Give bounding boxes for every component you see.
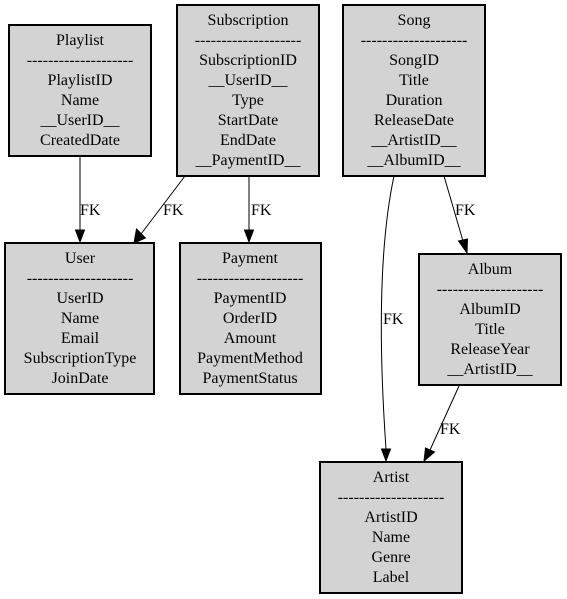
entity-field: Amount (224, 330, 277, 347)
entity-artist[interactable]: Artist -------------------- ArtistID Nam… (319, 461, 463, 594)
entity-field: Duration (386, 92, 443, 109)
entity-title: User (65, 250, 96, 267)
entity-separator: -------------------- (27, 270, 134, 287)
entity-separator: -------------------- (195, 32, 302, 49)
entity-album[interactable]: Album -------------------- AlbumID Title… (418, 253, 562, 386)
fk-label: FK (251, 202, 272, 219)
entity-field: SubscriptionType (24, 350, 137, 367)
entity-title: Playlist (56, 32, 105, 49)
entity-field: ReleaseYear (450, 341, 530, 358)
entity-field: PlaylistID (48, 72, 113, 89)
fk-label: FK (440, 421, 461, 438)
entity-field: AlbumID (459, 301, 520, 318)
entity-field: Title (475, 321, 505, 338)
entity-user[interactable]: User -------------------- UserID Name Em… (4, 242, 155, 395)
entity-field: UserID (56, 290, 103, 307)
entity-field: __UserID__ (39, 112, 120, 129)
entity-playlist[interactable]: Playlist -------------------- PlaylistID… (8, 24, 152, 157)
entity-field: __AlbumID__ (366, 152, 461, 169)
entity-field: __PaymentID__ (195, 152, 302, 169)
entity-field: Title (399, 72, 429, 89)
entity-title: Song (398, 12, 431, 29)
entity-title: Artist (373, 469, 410, 486)
entity-field: __UserID__ (207, 72, 288, 89)
entity-field: PaymentStatus (202, 370, 297, 387)
fk-label: FK (80, 202, 101, 219)
entity-separator: -------------------- (27, 52, 134, 69)
entity-field: ArtistID (364, 509, 417, 526)
entity-song[interactable]: Song -------------------- SongID Title D… (342, 4, 486, 177)
entity-field: SongID (389, 52, 439, 69)
entity-title: Album (468, 261, 513, 278)
entity-field: ReleaseDate (374, 112, 454, 129)
entity-separator: -------------------- (437, 281, 544, 298)
entity-field: Email (61, 330, 100, 347)
entity-field: Label (373, 569, 410, 586)
edge-song-artist: FK (380, 175, 404, 463)
entity-separator: -------------------- (361, 32, 468, 49)
entity-field: OrderID (223, 310, 277, 327)
entity-separator: -------------------- (197, 270, 304, 287)
entity-field: PaymentMethod (197, 350, 303, 367)
edge-song-album: FK (443, 175, 476, 255)
entity-field: JoinDate (52, 370, 109, 387)
entity-separator: -------------------- (338, 489, 445, 506)
fk-label: FK (383, 311, 404, 328)
entity-field: Name (372, 529, 410, 546)
entity-field: Type (232, 92, 264, 109)
entity-field: PaymentID (214, 290, 287, 307)
entity-field: Name (61, 92, 99, 109)
entity-field: Name (61, 310, 99, 327)
entity-field: __ArtistID__ (446, 361, 533, 378)
edge-album-artist: FK (423, 385, 461, 463)
edge-subscription-payment: FK (243, 176, 272, 244)
entity-payment[interactable]: Payment -------------------- PaymentID O… (179, 242, 322, 395)
entity-field: SubscriptionID (199, 52, 297, 69)
entity-field: StartDate (218, 112, 278, 129)
entity-field: Genre (371, 549, 410, 566)
entity-title: Payment (222, 250, 279, 267)
entity-field: EndDate (220, 132, 276, 149)
edge-playlist-user: FK (74, 156, 101, 244)
fk-label: FK (455, 202, 476, 219)
entity-title: Subscription (208, 12, 289, 29)
entity-field: CreatedDate (40, 132, 120, 149)
fk-label: FK (163, 202, 184, 219)
entity-subscription[interactable]: Subscription -------------------- Subscr… (176, 4, 320, 177)
entity-field: __ArtistID__ (370, 132, 457, 149)
edge-subscription-user: FK (133, 175, 186, 244)
